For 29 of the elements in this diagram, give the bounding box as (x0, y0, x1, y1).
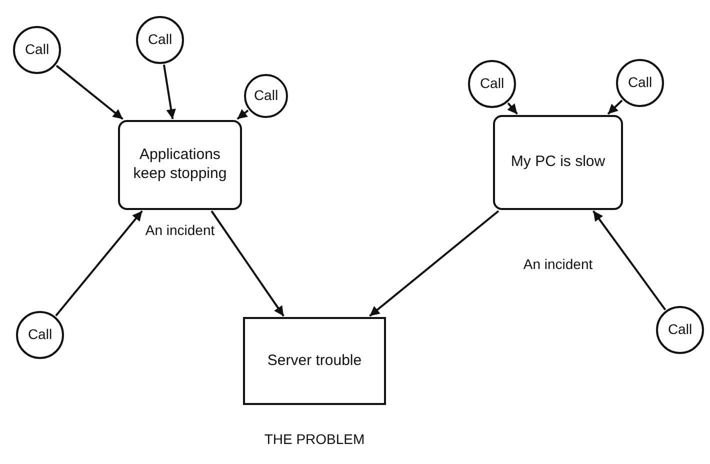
node-text: Applications keep stopping (132, 146, 228, 184)
arrow (236, 109, 249, 120)
call-circle (244, 74, 288, 118)
call-circle (13, 26, 61, 74)
arrow (592, 210, 666, 310)
node-text: My PC is slow (510, 153, 606, 172)
node-caption: An incident (523, 256, 593, 274)
node-text: Call (628, 74, 652, 92)
node-text: Call (28, 326, 52, 344)
arrow (162, 64, 176, 120)
call-circle (136, 16, 184, 64)
node-text: Call (148, 31, 172, 49)
arrow (607, 100, 623, 115)
node-text: Server trouble (267, 352, 362, 370)
call-circle (656, 306, 704, 354)
node-caption: THE PROBLEM (264, 431, 365, 448)
arrow (56, 64, 124, 120)
call-circle (616, 59, 664, 107)
arrow (507, 102, 518, 115)
node-text: Call (480, 75, 504, 93)
arrow (369, 210, 500, 317)
arrow (210, 210, 284, 317)
arrow (55, 210, 143, 316)
node-text: Call (24, 41, 50, 59)
node-text: Call (254, 87, 278, 105)
node-caption: An incident (145, 222, 215, 240)
call-circle (16, 311, 64, 359)
call-circle (468, 60, 516, 108)
node-text: Call (668, 321, 692, 339)
